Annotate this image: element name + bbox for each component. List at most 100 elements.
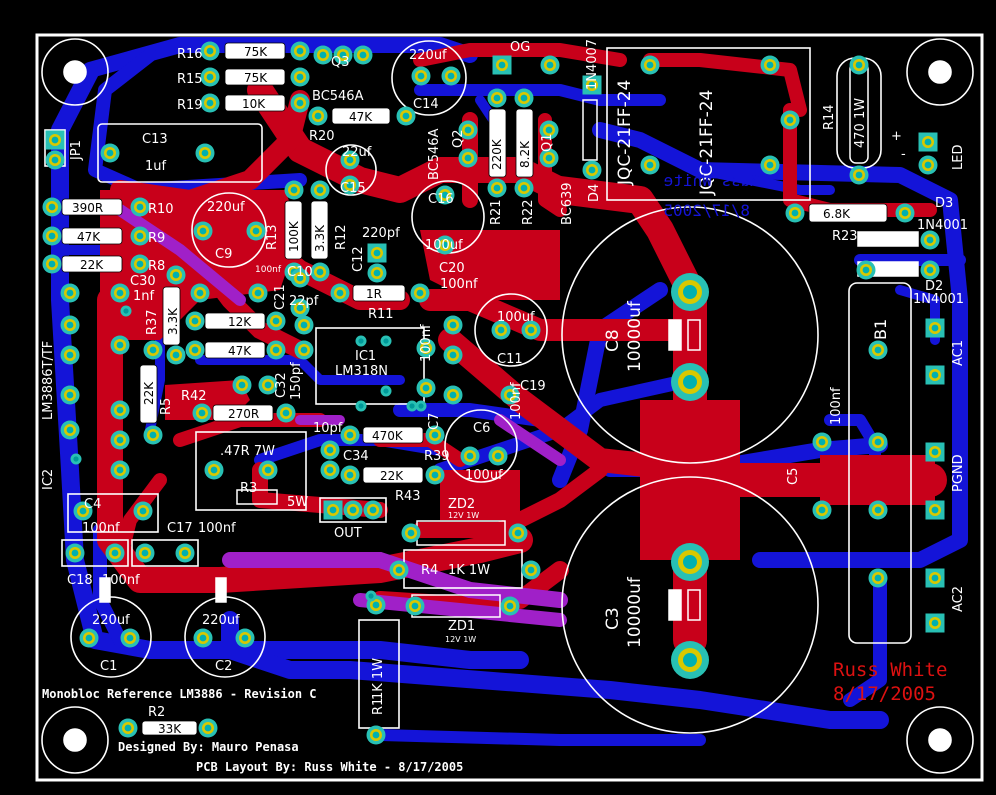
d4-label: D4 bbox=[587, 184, 602, 202]
r21-value: 220K bbox=[490, 138, 504, 170]
c34-ref: C34 bbox=[343, 449, 369, 464]
mount-hole-br bbox=[906, 706, 974, 774]
r43-value: 22K bbox=[380, 469, 404, 483]
relay-label-1: JQC-21FF-24 bbox=[615, 80, 635, 186]
q1-type: BC639 bbox=[560, 182, 575, 225]
r13-value: 100K bbox=[287, 220, 301, 252]
r12-ref: R12 bbox=[334, 224, 349, 250]
c30-ref: C30 bbox=[130, 274, 156, 289]
r9-ref: R9 bbox=[148, 231, 165, 246]
r2-value: 33K bbox=[158, 722, 182, 736]
q3-type: BC546A bbox=[312, 89, 364, 104]
mount-hole-bl bbox=[41, 706, 109, 774]
r14-value: 470 1W bbox=[853, 98, 868, 148]
r19-ref: R19 bbox=[177, 98, 203, 113]
jp1-label: JP1 bbox=[69, 140, 84, 161]
zd1-label: ZD1 bbox=[448, 619, 475, 634]
r8-ref: R8 bbox=[148, 259, 165, 274]
layout-by: PCB Layout By: Russ White - 8/17/2005 bbox=[196, 760, 463, 774]
overlap-regions bbox=[114, 204, 568, 627]
c17-value: 100nf bbox=[198, 521, 236, 536]
silkscreen-outlines bbox=[41, 38, 974, 774]
c1-value: 220uf bbox=[92, 613, 130, 628]
c12-ref: C12 bbox=[351, 246, 366, 272]
c30-value: 1nf bbox=[133, 289, 155, 304]
r39-ref: R39 bbox=[424, 449, 450, 464]
c11-ref: C11 bbox=[497, 352, 523, 367]
q2-type: BC546A bbox=[427, 128, 442, 180]
c8-outline bbox=[561, 206, 819, 464]
c12-value: 220pf bbox=[362, 226, 400, 241]
r14-ref: R14 bbox=[822, 104, 837, 130]
r6-ref: R6 bbox=[209, 348, 221, 358]
r3-power: 5W bbox=[287, 495, 308, 510]
c16-value: 100uf bbox=[425, 238, 463, 253]
c5-value: 100nf bbox=[829, 387, 844, 425]
r37-ref: R37 bbox=[145, 309, 160, 335]
c10-ref: C10 bbox=[287, 265, 313, 280]
c4-ref: C4 bbox=[84, 497, 101, 512]
c8-ref: C8 bbox=[603, 329, 623, 352]
led-label: LED bbox=[951, 145, 966, 170]
mirrored-date: 8/17/2005 bbox=[663, 201, 750, 220]
c8-value: 10000uf bbox=[625, 300, 645, 372]
r10-ref: R10 bbox=[148, 202, 174, 217]
c2-ref: C2 bbox=[215, 659, 232, 674]
resistor-bodies bbox=[61, 42, 888, 736]
c9-ref: C9 bbox=[215, 247, 232, 262]
r39-value: 470K bbox=[372, 429, 404, 443]
c18-ref: C18 bbox=[67, 573, 93, 588]
r43-ref: R43 bbox=[395, 489, 421, 504]
relay-label-2: JQC-21FF-24 bbox=[697, 90, 717, 196]
r4-value: 1K 1W bbox=[448, 563, 490, 578]
r22-ref: R22 bbox=[521, 199, 536, 225]
r22-value: 8.2K bbox=[518, 140, 532, 168]
c32-value: 150pf bbox=[289, 362, 304, 400]
c3-outline bbox=[561, 476, 819, 734]
r12-value: 3.3K bbox=[313, 224, 327, 252]
mount-hole-tl bbox=[41, 38, 109, 106]
c3-value: 10000uf bbox=[625, 576, 645, 648]
q1-label: Q1 bbox=[540, 133, 555, 152]
r15-value: 75K bbox=[244, 71, 268, 85]
c7-ref: C7 bbox=[427, 413, 442, 430]
q3-label: Q3 bbox=[331, 55, 350, 70]
c16-ref: C16 bbox=[428, 192, 454, 207]
designed-by: Designed By: Mauro Penasa bbox=[118, 740, 299, 754]
c32-ref: C32 bbox=[274, 372, 289, 398]
c20-value: 100nf bbox=[440, 277, 478, 292]
c19-ref: C19 bbox=[520, 379, 546, 394]
board-title: Monobloc Reference LM3886 - Revision C bbox=[42, 687, 317, 701]
r42-value: 270R bbox=[228, 407, 259, 421]
pgnd-label: PGND bbox=[951, 454, 966, 492]
mirrored-signature: Russ White 8/17/2005 bbox=[663, 171, 760, 220]
zd2-rating: 12V 1W bbox=[448, 511, 479, 520]
r6-value: 47K bbox=[228, 344, 252, 358]
d4-type: 1N4007 bbox=[585, 39, 600, 90]
c4-value: 100nf bbox=[82, 521, 120, 536]
r9-value: 47K bbox=[77, 230, 101, 244]
r5-value: 22K bbox=[142, 381, 156, 405]
c14-value: 220uf bbox=[409, 48, 447, 63]
ac2-label: AC2 bbox=[951, 586, 966, 612]
c13-value: 1uf bbox=[145, 159, 167, 174]
c5-ref: C5 bbox=[786, 468, 801, 485]
c14-ref: C14 bbox=[413, 97, 439, 112]
c13-ref: C13 bbox=[142, 132, 168, 147]
r8-value: 22K bbox=[80, 258, 104, 272]
c10-value: 22pf bbox=[289, 294, 319, 309]
d3-label: D3 bbox=[935, 196, 953, 211]
r11-value: 1R bbox=[366, 287, 382, 301]
r37-value: 3.3K bbox=[166, 307, 180, 335]
c15-ref: C15 bbox=[340, 181, 366, 196]
signature-date: 8/17/2005 bbox=[833, 683, 936, 705]
c21-ref: C21 bbox=[273, 284, 288, 310]
c6-value: 100uf bbox=[465, 468, 503, 483]
ic1-label: IC1 bbox=[355, 349, 376, 364]
zd1-rating: 12V 1W bbox=[445, 635, 476, 644]
r11-ref: R11 bbox=[368, 307, 394, 322]
d2-type: 1N4001 bbox=[913, 292, 964, 307]
r7-value: 12K bbox=[228, 315, 252, 329]
board-outline bbox=[35, 33, 984, 782]
c2-value: 220uf bbox=[202, 613, 240, 628]
